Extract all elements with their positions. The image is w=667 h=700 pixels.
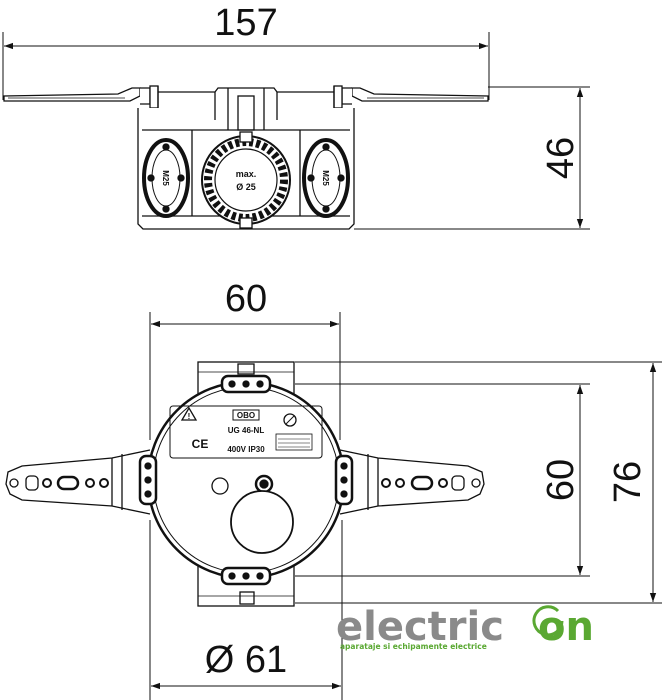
dimension-60-horizontal (149, 312, 341, 440)
dim-60-horizontal-label: 60 (225, 278, 267, 320)
dimension-46 (354, 86, 590, 230)
brand-mark: OBO (237, 411, 255, 420)
knockout-right (302, 138, 350, 218)
knockout-left-label: M25 (161, 170, 170, 186)
dimension-76 (295, 361, 662, 604)
top-view (2, 32, 590, 230)
knockout-right-label: M25 (321, 170, 330, 186)
dimension-157 (2, 32, 490, 100)
left-arm (5, 449, 151, 515)
dim-76-label: 76 (607, 461, 649, 503)
watermark-name-part2: on (538, 604, 594, 650)
knockout-center (201, 131, 291, 229)
dimension-diameter-61 (149, 520, 343, 700)
left-wing (3, 85, 159, 109)
knockout-center-line2: Ø 25 (236, 182, 256, 192)
knockout-center-line1: max. (236, 169, 257, 179)
box-circle (138, 374, 354, 586)
watermark-tagline: aparataje si echipamente electrice (340, 642, 487, 651)
dimension-60-vertical (295, 383, 590, 577)
right-arm (339, 449, 485, 515)
rating-label: 400V IP30 (227, 445, 265, 454)
dim-60-vertical-label: 60 (540, 459, 582, 501)
knockout-left (142, 138, 190, 218)
dim-diameter-61-label: Ø 61 (205, 639, 287, 681)
warning-icon: ! (188, 412, 191, 421)
front-view (5, 312, 662, 700)
watermark-logo: electric on aparataje si echipamente ele… (336, 604, 594, 651)
power-icon (532, 605, 564, 637)
watermark-name-part1: electric (336, 604, 504, 650)
model-label: UG 46-NL (228, 426, 265, 435)
right-wing (333, 85, 489, 109)
ce-mark: CE (192, 437, 209, 451)
dim-46-label: 46 (540, 137, 582, 179)
dim-157-label: 157 (214, 2, 277, 44)
